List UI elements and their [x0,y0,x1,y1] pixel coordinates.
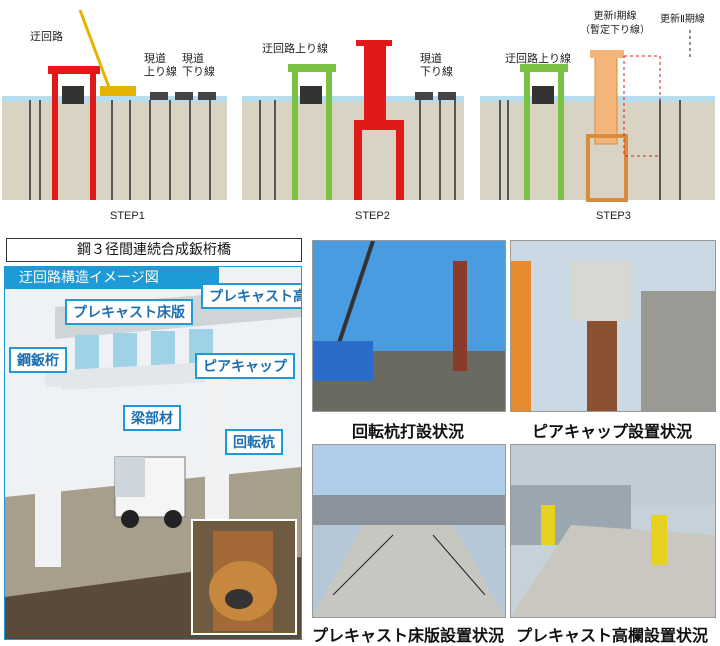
pile-inset-illustration [209,531,277,631]
piercap-caption: ピアキャップ設置状況 [531,422,692,441]
step2-diagram [259,40,456,200]
image-panel-title-text: 迂回路構造イメージ図 [19,270,159,286]
bridge-title-box: 鋼３径間連続合成鈑桁橋 [6,238,302,262]
deck-caption: プレキャスト床版設置状況 [312,626,505,645]
step1-label: STEP1 [110,210,145,222]
bridge-title: 鋼３径間連続合成鈑桁橋 [77,242,231,258]
precast-rail-label: プレキャスト高欄 [201,283,301,309]
step1-diagram [29,9,216,200]
deck-illustration [313,445,505,617]
deck-photo [312,444,506,618]
step2-current-down-label: 現道 下り線 [420,52,453,78]
step3-diagram [499,30,691,202]
pile-driving-illustration [313,241,505,411]
piercap-photo [510,240,716,412]
step3-detour-up-label: 迂回路上り線 [505,52,571,65]
piercap-illustration [511,241,715,411]
step3-phase1-label: 更新Ⅰ期線 （暫定下り線） [580,11,650,36]
beam-label: 梁部材 [123,405,181,431]
step3-phase2-label: 更新Ⅱ期線 [660,14,705,25]
structure-image-panel: 迂回路構造イメージ図 プレキャスト床版 プレキャスト高欄 鋼鈑桁 ピアキャップ … [4,266,302,640]
pier-cap-label: ピアキャップ [195,353,295,379]
step3-label: STEP3 [596,210,631,222]
rotary-pile-label: 回転杭 [225,429,283,455]
steel-girder-label: 鋼鈑桁 [9,347,67,373]
rail-photo [510,444,716,618]
step1-detour-label: 迂回路 [30,30,63,43]
step1-current-down-label: 現道 下り線 [182,52,215,78]
step2-label: STEP2 [355,210,390,222]
pile-caption: 回転杭打設状況 [351,422,464,441]
step-diagrams [2,9,715,202]
step2-detour-up-label: 迂回路上り線 [262,42,328,55]
image-panel-title: 迂回路構造イメージ図 [5,267,219,289]
rail-illustration [511,445,715,617]
rail-caption: プレキャスト高欄設置状況 [515,626,708,645]
pile-driving-photo [312,240,506,412]
step1-current-up-label: 現道 上り線 [144,52,177,78]
pile-inset-photo [191,519,297,635]
precast-deck-label: プレキャスト床版 [65,299,193,325]
